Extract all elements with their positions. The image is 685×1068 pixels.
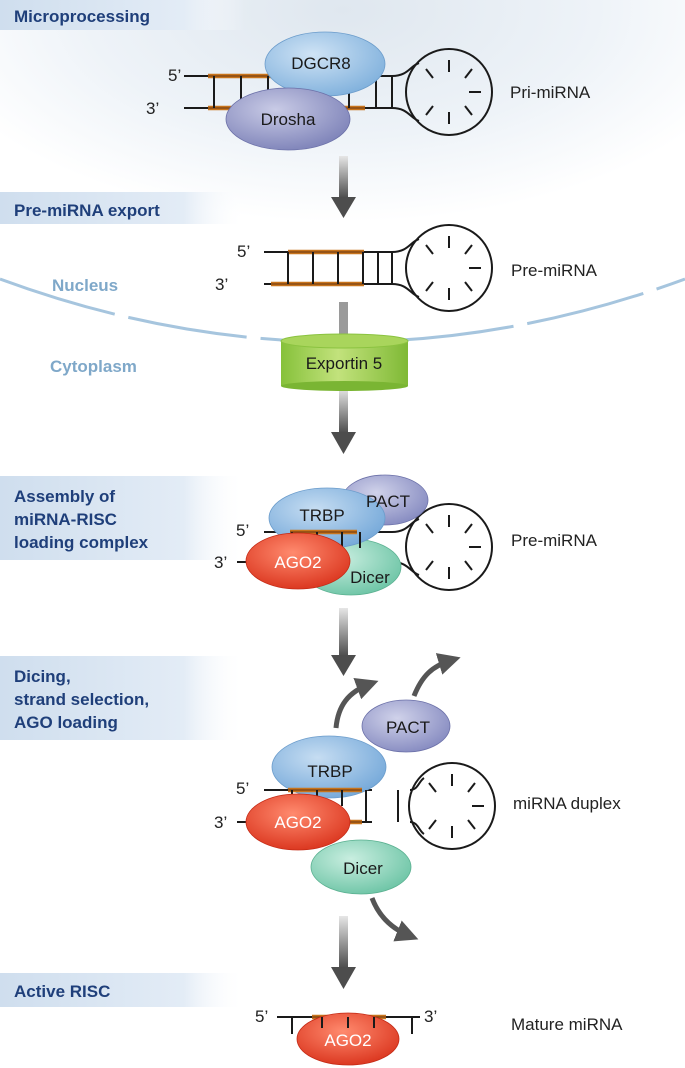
- pre-mirna-structure: [264, 224, 493, 312]
- drosha-label: Drosha: [261, 110, 316, 129]
- exportin5-protein: [280, 333, 409, 391]
- step-band-export: [0, 192, 245, 224]
- trbp-release-arrow: [333, 678, 379, 729]
- assembly-five-prime: 5’: [236, 521, 249, 540]
- ago2-label-dicing: AGO2: [274, 813, 321, 832]
- pri-five-prime: 5’: [168, 66, 181, 85]
- exportin5-label: Exportin 5: [306, 354, 383, 373]
- mature-five-prime: 5’: [255, 1007, 268, 1026]
- dicer-label-dicing: Dicer: [343, 859, 383, 878]
- step-band-active: [0, 973, 245, 1007]
- pri-mirna-label: Pri-miRNA: [510, 83, 591, 102]
- step-title-assembly-1: Assembly of: [14, 487, 115, 506]
- step-title-assembly-2: miRNA-RISC: [14, 510, 117, 529]
- duplex-loop-structure: [397, 762, 496, 850]
- step-band-dicing: [0, 656, 245, 740]
- dicer-protein-dicing: [310, 839, 412, 895]
- step-title-export: Pre-miRNA export: [14, 201, 160, 220]
- ago2-protein-dicing: [245, 793, 351, 851]
- pact-protein-dicing: [361, 699, 451, 753]
- step-title-dicing-1: Dicing,: [14, 667, 71, 686]
- trbp-protein-dicing: [271, 735, 387, 799]
- pre-mirna-label-2: Pre-miRNA: [511, 531, 598, 550]
- flow-arrow-4: [331, 608, 356, 676]
- ago2-label-assembly: AGO2: [274, 553, 321, 572]
- dicer-release-arrow: [369, 897, 419, 942]
- trbp-label-assembly: TRBP: [299, 506, 344, 525]
- step-title-microprocessing: Microprocessing: [14, 7, 150, 26]
- duplex-three-prime: 3’: [214, 813, 227, 832]
- step-title-active: Active RISC: [14, 982, 110, 1001]
- flow-arrow-3: [331, 388, 356, 454]
- step-band-assembly: [0, 476, 245, 560]
- pact-label-dicing: PACT: [386, 718, 430, 737]
- step-title-dicing-2: strand selection,: [14, 690, 149, 709]
- flow-arrow-2: [339, 302, 348, 340]
- assembly-three-prime: 3’: [214, 553, 227, 572]
- trbp-label-dicing: TRBP: [307, 762, 352, 781]
- cytoplasm-label: Cytoplasm: [50, 357, 137, 376]
- pri-three-prime: 3’: [146, 99, 159, 118]
- mature-three-prime: 3’: [424, 1007, 437, 1026]
- pre1-five-prime: 5’: [237, 242, 250, 261]
- duplex-five-prime: 5’: [236, 779, 249, 798]
- ago2-label-active: AGO2: [324, 1031, 371, 1050]
- mature-mirna-label: Mature miRNA: [511, 1015, 623, 1034]
- flow-arrow-1: [331, 156, 356, 218]
- mirna-duplex-label: miRNA duplex: [513, 794, 621, 813]
- step-title-dicing-3: AGO loading: [14, 713, 118, 732]
- pact-label-assembly: PACT: [366, 492, 410, 511]
- drosha-protein: [225, 87, 351, 151]
- nucleus-label: Nucleus: [52, 276, 118, 295]
- step-title-assembly-3: loading complex: [14, 533, 149, 552]
- flow-arrow-5: [331, 916, 356, 989]
- mature-mirna-ticks: [321, 1017, 375, 1028]
- pact-release-arrow: [411, 653, 461, 697]
- pre-mirna-label-1: Pre-miRNA: [511, 261, 598, 280]
- dicer-label-assembly: Dicer: [350, 568, 390, 587]
- pre1-three-prime: 3’: [215, 275, 228, 294]
- ago2-protein-assembly: [245, 532, 351, 590]
- step-band-microprocessing: [0, 0, 245, 30]
- dgcr8-label: DGCR8: [291, 54, 351, 73]
